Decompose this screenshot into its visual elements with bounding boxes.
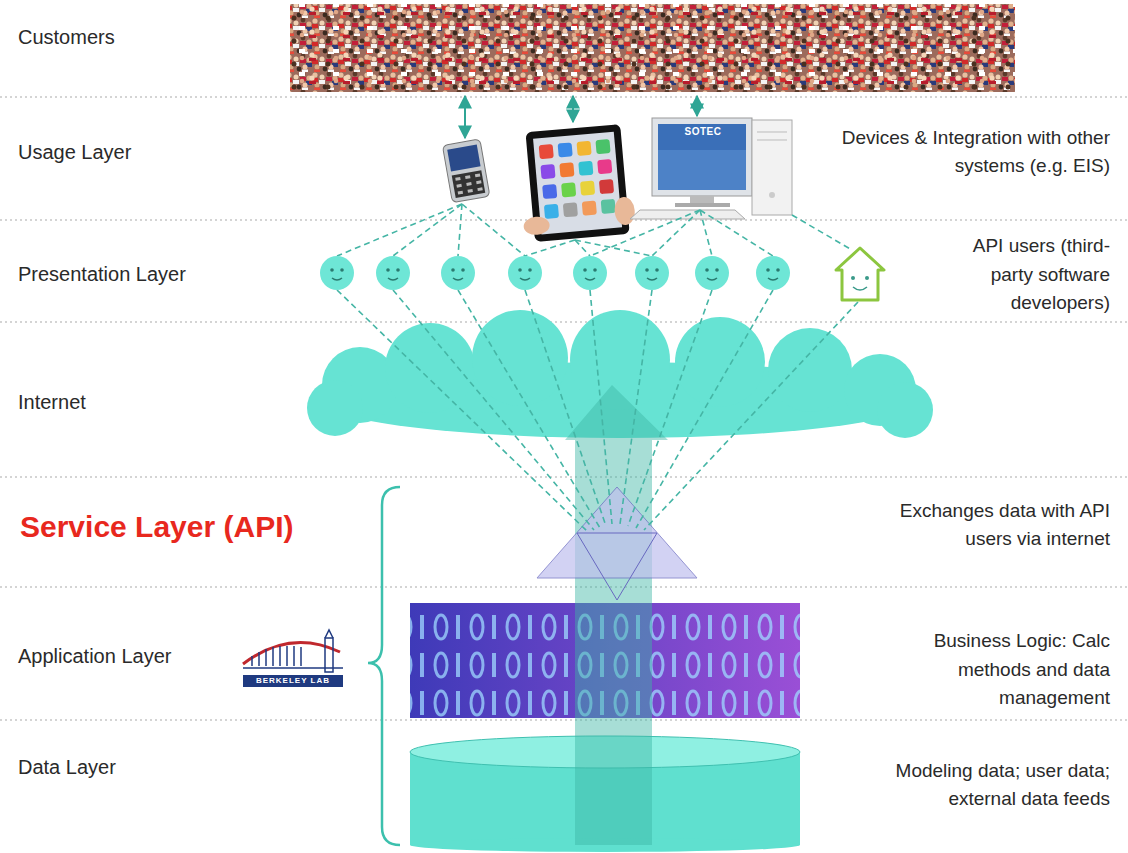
- layer-description: API users (third-party software develope…: [940, 232, 1110, 318]
- layer-name: Internet: [18, 389, 86, 415]
- layer-name: Data Layer: [18, 754, 116, 780]
- layer-name: Customers: [18, 24, 115, 50]
- service-bracket: [368, 487, 400, 845]
- label-anchor: SOTEC: [680, 126, 726, 138]
- layer-band: Customers: [0, 0, 1128, 97]
- layer-band: Usage Layer Devices & Integration with ot…: [0, 97, 1128, 220]
- layer-description: Exchanges data with API users via intern…: [850, 497, 1110, 554]
- berkeley-lab-logo: [243, 630, 343, 687]
- layer-name: Application Layer: [18, 643, 171, 669]
- layer-band: Application Layer Business Logic: Calc me…: [0, 587, 1128, 720]
- layer-description: Modeling data; user data; external data …: [830, 757, 1110, 814]
- brand-label: SOTEC: [680, 126, 726, 138]
- logo-label: BERKELEY LAB: [243, 675, 343, 687]
- layer-description: Devices & Integration with other systems…: [840, 124, 1110, 181]
- phone-icon: [442, 139, 489, 203]
- house-icon: [836, 248, 884, 300]
- layer-name: Usage Layer: [18, 139, 131, 165]
- crowd-photo: [290, 4, 1015, 92]
- dashed-link: [337, 204, 858, 532]
- layer-band: Data Layer Modeling data; user data; exte…: [0, 720, 1128, 853]
- layer-band: Presentation Layer API users (third-party…: [0, 220, 1128, 322]
- service-triangle: [537, 487, 697, 600]
- layer-band: Internet: [0, 322, 1128, 477]
- layer-name: Presentation Layer: [18, 261, 186, 287]
- layer-separator: [0, 97, 1128, 720]
- crowd-photo: [290, 4, 1015, 92]
- layer-description: Business Logic: Calc methods and data ma…: [870, 627, 1110, 713]
- layer-band: Service Layer (API) Exchanges data with A…: [0, 477, 1128, 853]
- api-user-icon: [320, 256, 790, 290]
- layer-band: Exchanges data with API users via intern…: [400, 477, 1128, 587]
- desktop-computer: [630, 118, 792, 219]
- tablet-icon: [516, 123, 637, 242]
- label-anchor: BERKELEY LAB: [243, 675, 343, 687]
- service-layer-title: Service Layer (API): [20, 509, 293, 545]
